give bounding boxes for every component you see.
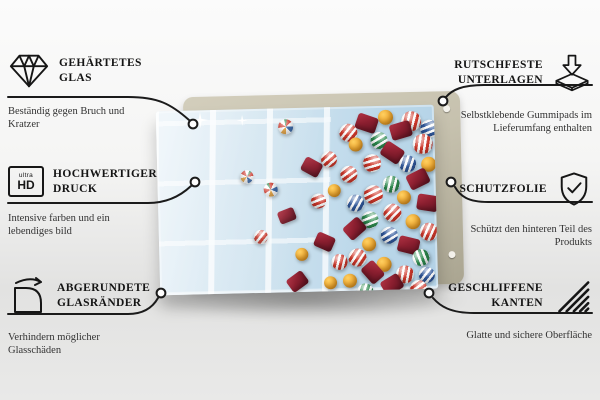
feature-title: Rutschfeste Unterlagen	[454, 59, 543, 86]
feature-hd-print: ultra HD Hochwertiger Druck Intensive fa…	[8, 166, 158, 238]
candy	[323, 276, 338, 290]
feature-subtitle: Selbstklebende Gummipads im Lieferumfang…	[460, 110, 592, 135]
rubber-pad	[448, 251, 456, 259]
candy	[361, 236, 377, 252]
feature-protective-film: Schutzfolie Schützt den hinteren Teil de…	[440, 170, 592, 249]
feature-rounded-edges: Abgerundete Glasränder Verhindern möglic…	[8, 276, 158, 357]
candy	[327, 184, 341, 198]
feature-title: Hochwertiger Druck	[53, 167, 158, 195]
ultra-hd-icon-text: ultra	[18, 172, 34, 179]
candy	[348, 137, 363, 152]
feature-polished-edges: Geschliffene Kanten Glatte und sichere O…	[430, 278, 592, 342]
diamond-icon	[8, 52, 50, 90]
candy	[388, 119, 413, 141]
candy-layer	[156, 105, 439, 296]
candy	[238, 167, 257, 186]
polished-edges-icon	[552, 278, 592, 314]
ultra-hd-icon: ultra HD	[8, 166, 44, 197]
candy	[396, 189, 412, 205]
feature-subtitle: Schützt den hinteren Teil des Produkts	[470, 224, 592, 249]
feature-tempered-glass: Gehärtetes Glas Beständig gegen Bruch un…	[8, 52, 158, 131]
feature-subtitle: Verhindern möglicher Glasschäden	[8, 332, 100, 357]
candy	[337, 162, 362, 186]
rounded-corner-icon	[8, 276, 48, 316]
feature-subtitle: Glatte und sichere Oberfläche	[466, 330, 592, 341]
feature-title: Geschliffene Kanten	[448, 282, 543, 309]
feature-anti-slip: Rutschfeste Unterlagen Selbstklebende Gu…	[440, 52, 592, 135]
candy	[261, 180, 280, 198]
candy	[343, 273, 358, 289]
candy	[276, 206, 297, 226]
candy	[250, 227, 271, 248]
feature-title: Gehärtetes Glas	[59, 57, 142, 84]
anti-slip-pad-icon	[552, 52, 592, 94]
glass-panel-product-image	[155, 104, 439, 296]
candy	[360, 151, 384, 175]
candy	[295, 247, 309, 261]
ultra-hd-icon-text: HD	[17, 178, 35, 192]
feature-subtitle: Intensive farben und ein lebendiges bild	[8, 213, 110, 238]
feature-title: Abgerundete Glasränder	[57, 282, 151, 309]
candy	[330, 252, 350, 272]
candy	[285, 269, 310, 293]
candy	[405, 213, 422, 229]
feature-title: Schutzfolie	[459, 182, 547, 195]
candy	[415, 193, 439, 213]
candy	[312, 231, 336, 253]
shield-check-icon	[556, 170, 592, 208]
candy	[354, 112, 380, 135]
candy	[378, 109, 394, 125]
candy	[277, 118, 295, 136]
candy	[308, 191, 329, 212]
feature-subtitle: Beständig gegen Bruch und Kratzer	[8, 106, 125, 131]
